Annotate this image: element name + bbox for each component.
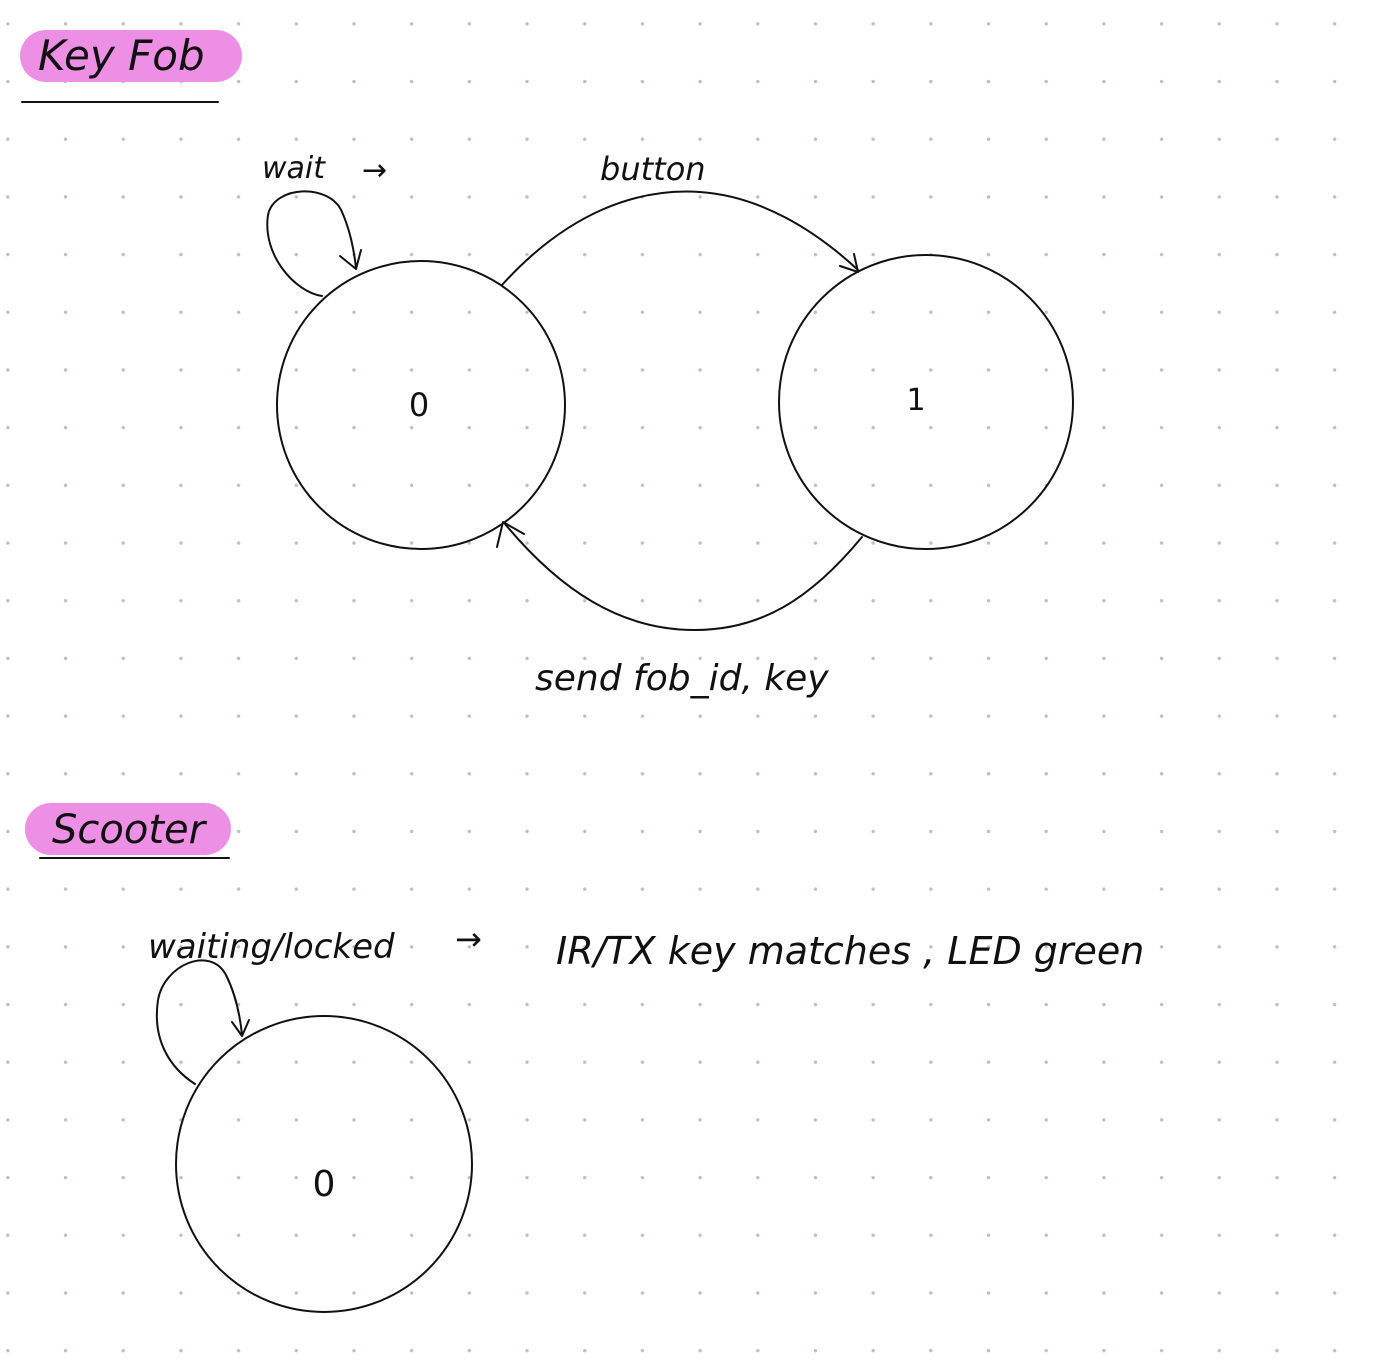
scooter-title-highlight bbox=[25, 803, 231, 855]
key-fob-state-1-label: 1 bbox=[906, 383, 925, 418]
scooter-self-loop-arrow-glyph: → bbox=[455, 920, 482, 958]
key-fob-title-highlight bbox=[20, 30, 242, 82]
key-fob-self-loop-arrow-glyph: → bbox=[362, 153, 387, 188]
scooter-self-loop-label: waiting/locked bbox=[148, 927, 395, 967]
key-fob-button-transition-label: button bbox=[600, 150, 706, 188]
key-fob-self-loop-label: wait bbox=[262, 151, 326, 186]
key-fob-self-loop-arrowhead bbox=[339, 249, 362, 270]
scooter-state-0-label: 0 bbox=[313, 1164, 336, 1205]
key-fob-section: Key Fob 0 1 wait → button send fob_id, k… bbox=[20, 30, 1074, 699]
key-fob-state-0-circle bbox=[276, 260, 566, 550]
key-fob-send-transition-arrow bbox=[504, 523, 863, 631]
scooter-self-loop-arrowhead bbox=[231, 1019, 250, 1037]
key-fob-button-transition-arrowhead bbox=[839, 253, 859, 273]
key-fob-state-0-label: 0 bbox=[409, 386, 429, 424]
scooter-transition-note: IR/TX key matches , LED green bbox=[556, 929, 1144, 973]
scooter-self-loop-arrow bbox=[155, 959, 243, 1085]
scooter-state-0-circle bbox=[175, 1015, 473, 1313]
key-fob-title: Key Fob bbox=[38, 31, 205, 80]
scooter-section: Scooter 0 waiting/locked → IR/TX key mat… bbox=[25, 803, 1144, 1313]
key-fob-send-transition-arrowhead bbox=[496, 521, 525, 548]
scooter-title: Scooter bbox=[52, 807, 208, 853]
key-fob-self-loop-arrow bbox=[266, 190, 357, 297]
key-fob-send-transition-label: send fob_id, key bbox=[535, 658, 829, 699]
key-fob-button-transition-arrow bbox=[501, 190, 859, 286]
key-fob-state-1-circle bbox=[778, 254, 1074, 550]
